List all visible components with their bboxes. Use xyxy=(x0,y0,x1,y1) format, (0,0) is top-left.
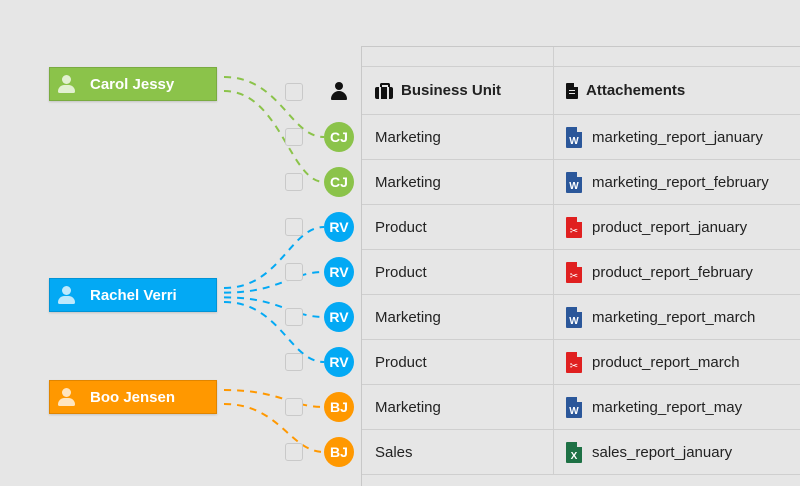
pdf-file-icon: ✂ xyxy=(566,261,582,283)
connector-line xyxy=(223,76,325,138)
row-checkbox[interactable] xyxy=(285,218,303,236)
assignee-avatar[interactable]: RV xyxy=(324,212,354,242)
business-unit-cell: Marketing xyxy=(375,308,441,326)
table-top-band xyxy=(362,46,800,67)
word-file-icon: W xyxy=(566,171,582,193)
connector-line xyxy=(223,226,325,289)
assignee-avatar[interactable]: RV xyxy=(324,302,354,332)
business-unit-cell: Product xyxy=(375,218,427,236)
excel-file-icon: X xyxy=(566,441,582,463)
attachment-link[interactable]: marketing_report_february xyxy=(592,173,769,191)
business-unit-cell: Product xyxy=(375,263,427,281)
column-header-attachments[interactable]: Attachements xyxy=(554,67,800,114)
table-row[interactable]: Product ✂ product_report_march xyxy=(362,340,800,385)
connector-line xyxy=(223,403,325,453)
attachment-link[interactable]: marketing_report_march xyxy=(592,308,756,326)
assignee-avatar[interactable]: RV xyxy=(324,257,354,287)
user-icon xyxy=(58,387,76,407)
user-icon xyxy=(331,82,347,102)
business-unit-cell: Marketing xyxy=(375,173,441,191)
assignee-avatar[interactable]: BJ xyxy=(324,437,354,467)
row-checkbox[interactable] xyxy=(285,263,303,281)
attachment-link[interactable]: product_report_march xyxy=(592,353,740,371)
business-unit-cell: Marketing xyxy=(375,128,441,146)
column-header-business-unit[interactable]: Business Unit xyxy=(362,67,554,114)
row-checkbox[interactable] xyxy=(285,443,303,461)
person-name: Boo Jensen xyxy=(90,388,176,406)
assignee-avatar[interactable]: BJ xyxy=(324,392,354,422)
business-unit-cell: Sales xyxy=(375,443,413,461)
table-header-row: Business Unit Attachements xyxy=(362,67,800,115)
person-name: Rachel Verri xyxy=(90,286,177,304)
pdf-file-icon: ✂ xyxy=(566,351,582,373)
attachment-link[interactable]: marketing_report_may xyxy=(592,398,743,416)
table-row[interactable]: Product ✂ product_report_february xyxy=(362,250,800,295)
row-checkbox[interactable] xyxy=(285,398,303,416)
file-icon xyxy=(566,82,578,99)
person-card-rachel-verri[interactable]: Rachel Verri xyxy=(49,278,217,312)
user-icon xyxy=(58,74,76,94)
row-checkbox[interactable] xyxy=(285,353,303,371)
person-card-boo-jensen[interactable]: Boo Jensen xyxy=(49,380,217,414)
assignee-avatar[interactable]: RV xyxy=(324,347,354,377)
person-card-carol-jessy[interactable]: Carol Jessy xyxy=(49,67,217,101)
word-file-icon: W xyxy=(566,396,582,418)
table-row[interactable]: Product ✂ product_report_january xyxy=(362,205,800,250)
briefcase-icon xyxy=(375,82,393,99)
business-unit-cell: Product xyxy=(375,353,427,371)
connector-line xyxy=(223,271,325,294)
assignee-avatar[interactable]: CJ xyxy=(324,122,354,152)
row-checkbox[interactable] xyxy=(285,308,303,326)
assignee-avatar[interactable]: CJ xyxy=(324,167,354,197)
word-file-icon: W xyxy=(566,306,582,328)
row-checkbox[interactable] xyxy=(285,128,303,146)
select-all-checkbox[interactable] xyxy=(285,83,303,101)
connector-line xyxy=(223,301,325,363)
person-name: Carol Jessy xyxy=(90,75,175,93)
business-unit-cell: Marketing xyxy=(375,398,441,416)
attachment-link[interactable]: marketing_report_january xyxy=(592,128,763,146)
attachment-link[interactable]: product_report_january xyxy=(592,218,748,236)
attachment-link[interactable]: product_report_february xyxy=(592,263,753,281)
user-icon xyxy=(58,285,76,305)
pdf-file-icon: ✂ xyxy=(566,216,582,238)
row-checkbox[interactable] xyxy=(285,173,303,191)
connector-line xyxy=(223,389,325,408)
connector-line xyxy=(223,90,325,183)
attachment-link[interactable]: sales_report_january xyxy=(592,443,733,461)
connector-line xyxy=(223,296,325,318)
word-file-icon: W xyxy=(566,126,582,148)
